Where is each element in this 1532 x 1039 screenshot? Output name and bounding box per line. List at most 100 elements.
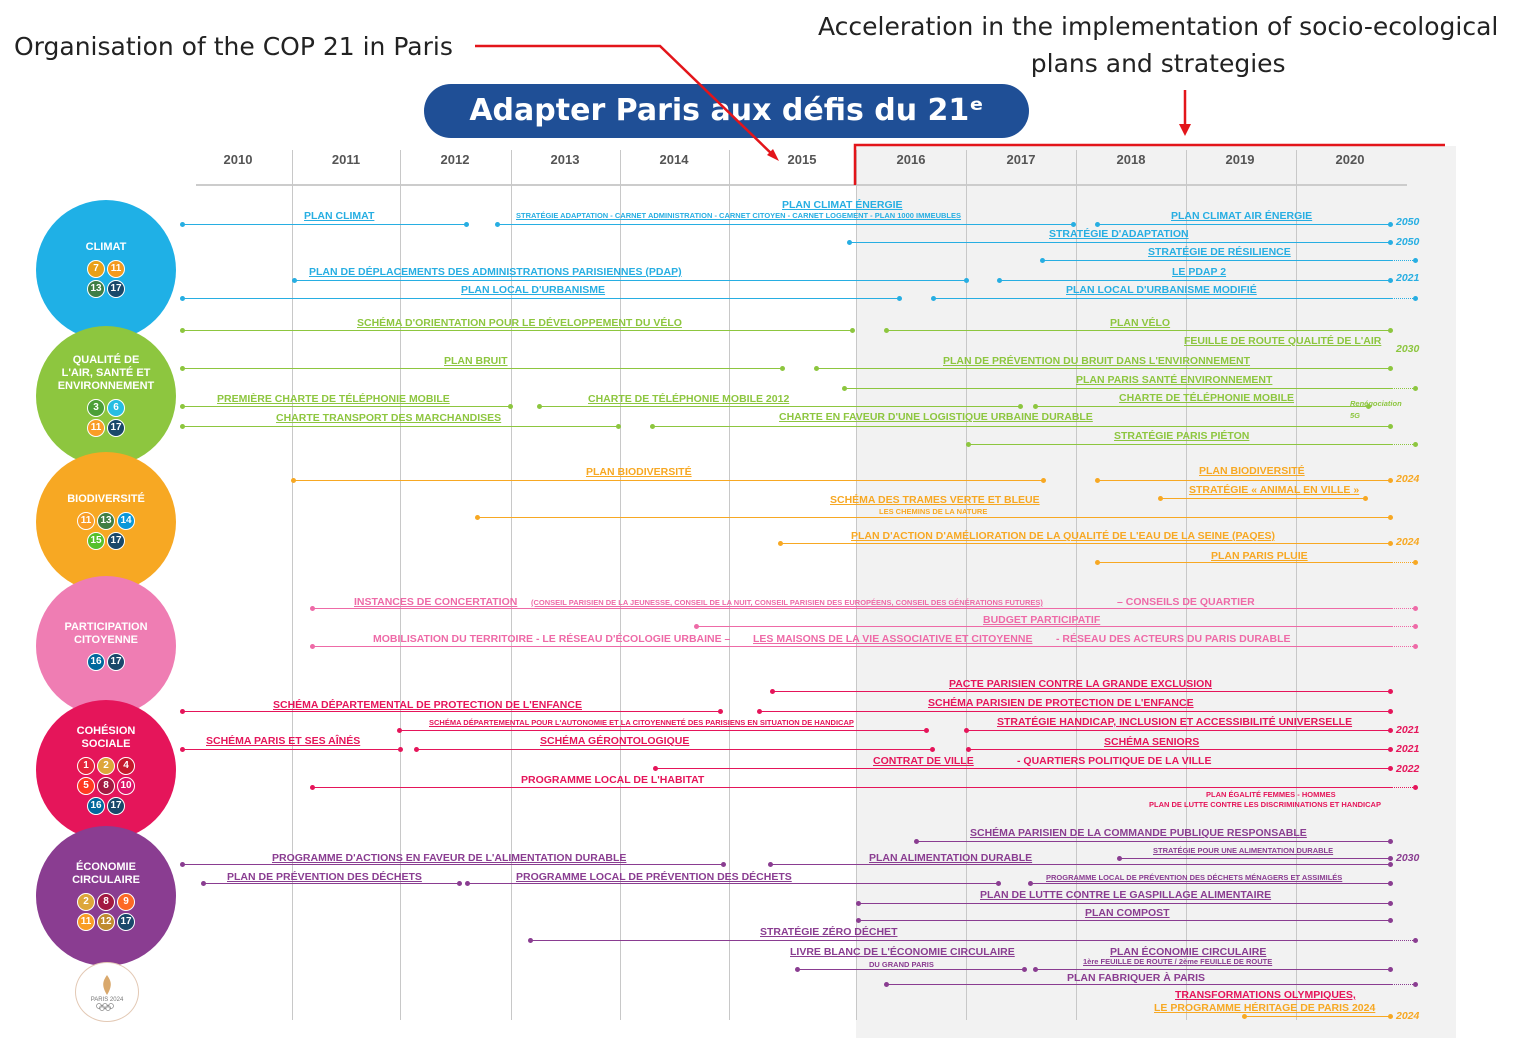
year-gridline [511, 150, 512, 1020]
timeline-bar [652, 426, 1390, 427]
sdg-badge: 11 [107, 260, 125, 278]
timeline-label: CHARTE DE TÉLÉPHONIE MOBILE 2012 [588, 393, 790, 405]
timeline-bar [294, 280, 966, 281]
timeline-bar [858, 903, 1390, 904]
timeline-bar [182, 298, 899, 299]
timeline-point [1412, 938, 1418, 943]
timeline-bar [539, 406, 1020, 407]
timeline-label: MOBILISATION DU TERRITOIRE - LE RÉSEAU D… [373, 633, 731, 645]
year-label-2019: 2019 [1225, 152, 1255, 167]
timeline-bar [1035, 406, 1368, 407]
timeline-label: PLAN FABRIQUER À PARIS [1067, 972, 1206, 984]
sdg-badge: 1 [77, 756, 95, 775]
timeline-bar [696, 626, 1415, 627]
timeline-point [1116, 856, 1122, 861]
timeline-label: CHARTE TRANSPORT DES MARCHANDISES [276, 412, 502, 424]
timeline-point [720, 862, 726, 867]
category-name: BIODIVERSITÉ [67, 493, 145, 505]
timeline-bar [182, 426, 618, 427]
timeline-bar [477, 517, 1390, 518]
timeline-point [813, 366, 819, 371]
timeline-point [1387, 1014, 1393, 1019]
sdg-badge: 15 [87, 532, 105, 550]
timeline-label: PLAN CLIMAT ÉNERGIE [782, 199, 903, 211]
timeline-end-year: Renégociation 5G [1350, 399, 1402, 420]
year-label-2016: 2016 [896, 152, 926, 167]
timeline-continuation [1391, 626, 1415, 628]
timeline-point [536, 404, 542, 409]
timeline-bar [182, 864, 723, 865]
timeline-bar [916, 841, 1390, 842]
flame-icon [103, 975, 111, 995]
timeline-label: PLAN DE PRÉVENTION DU BRUIT DANS L'ENVIR… [943, 355, 1251, 367]
timeline-point [1387, 515, 1393, 520]
timeline-end-year: 2021 [1396, 743, 1420, 755]
timeline-bar [858, 920, 1390, 921]
timeline-continuation [1391, 787, 1415, 789]
timeline-bar [399, 730, 926, 731]
timeline-point [963, 728, 969, 733]
timeline-label: PROGRAMME D'ACTIONS EN FAVEUR DE L'ALIME… [272, 852, 627, 864]
timeline-point [1387, 766, 1393, 771]
timeline-point [179, 709, 185, 714]
timeline-point [1387, 478, 1393, 483]
timeline-bar [933, 298, 1415, 299]
timeline-end-year: 2021 [1396, 272, 1420, 284]
timeline-continuation [1391, 646, 1415, 648]
timeline-point [846, 240, 852, 245]
timeline-bar [182, 330, 852, 331]
timeline-label: 1ère FEUILLE DE ROUTE / 2ème FEUILLE DE … [1083, 957, 1273, 966]
timeline-label: PLAN COMPOST [1085, 907, 1170, 919]
category-name: PARTICIPATION CITOYENNE [64, 620, 148, 646]
timeline-end-year: 2050 [1396, 216, 1420, 228]
year-gridline [966, 150, 967, 1020]
timeline-end-year: 2030 [1396, 852, 1420, 864]
timeline-bar [966, 730, 1390, 731]
timeline-point [1387, 328, 1393, 333]
timeline-label: PLAN CLIMAT AIR ÉNERGIE [1171, 210, 1313, 222]
timeline-point [397, 747, 403, 752]
timeline-bar [1244, 1016, 1390, 1017]
timeline-label: BUDGET PARTICIPATIF [983, 614, 1101, 626]
sdg-badge: 7 [87, 260, 105, 278]
sdg-badge: 9 [117, 892, 135, 911]
timeline-point [291, 278, 297, 283]
timeline-label: SCHÉMA PARISIEN DE LA COMMANDE PUBLIQUE … [970, 827, 1307, 839]
timeline-point [652, 766, 658, 771]
year-label-2015: 2015 [787, 152, 817, 167]
year-label-2014: 2014 [659, 152, 689, 167]
timeline-point [1412, 785, 1418, 790]
sdg-badge: 13 [87, 280, 105, 298]
timeline-point [309, 644, 315, 649]
timeline-label: PLAN PARIS SANTÉ ENVIRONNEMENT [1076, 374, 1273, 386]
timeline-bar [772, 691, 1390, 692]
sdg-badge: 13 [97, 512, 115, 530]
timeline-label: LES MAISONS DE LA VIE ASSOCIATIVE ET CIT… [753, 633, 1033, 645]
timeline-continuation [1391, 984, 1415, 986]
timeline-label: STRATÉGIE ADAPTATION - CARNET ADMINISTRA… [516, 211, 962, 220]
timeline-bar [312, 608, 1415, 609]
timeline-point [883, 982, 889, 987]
timeline-point [179, 424, 185, 429]
timeline-point [1017, 404, 1023, 409]
year-gridline [400, 150, 401, 1020]
timeline-point [1412, 258, 1418, 263]
timeline-point [929, 747, 935, 752]
timeline-point [1387, 747, 1393, 752]
timeline-point [777, 541, 783, 546]
timeline-point [693, 624, 699, 629]
timeline-bar [770, 864, 1390, 865]
year-gridline [620, 150, 621, 1020]
timeline-end-year: 2050 [1396, 236, 1420, 248]
timeline-point [769, 689, 775, 694]
timeline-point [179, 296, 185, 301]
timeline-point [996, 278, 1002, 283]
timeline-point [649, 424, 655, 429]
timeline-bar [203, 883, 459, 884]
timeline-point [779, 366, 785, 371]
